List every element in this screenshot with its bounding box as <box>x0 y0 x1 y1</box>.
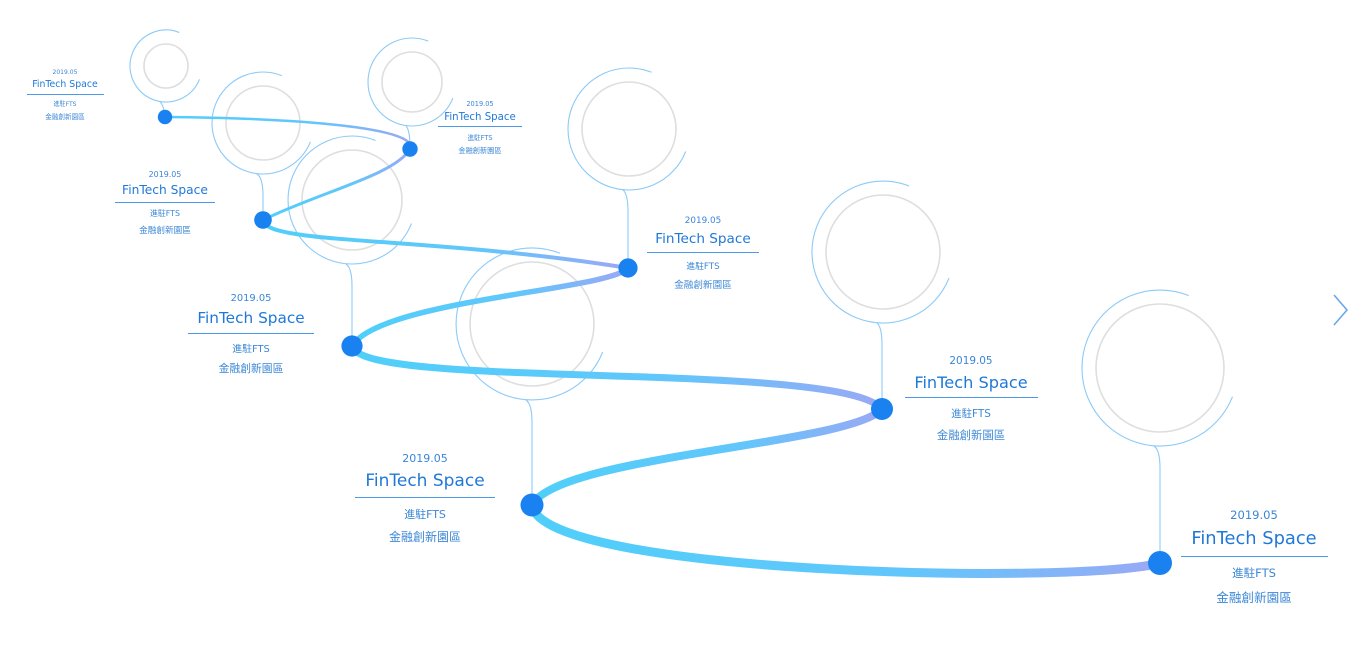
timeline-path-segment <box>163 115 412 151</box>
milestone-divider <box>114 201 216 203</box>
milestone-title: FinTech Space <box>122 183 208 198</box>
milestone-description: 進駐FTS <box>232 343 270 355</box>
milestone-divider <box>438 126 522 128</box>
milestone-location: 金融創新園區 <box>458 145 502 155</box>
milestone-3[interactable]: 2019.05 FinTech Space 進駐FTS 金融創新園區 <box>114 170 216 236</box>
milestone-date: 2019.05 <box>466 100 494 108</box>
milestone-arc <box>129 29 201 103</box>
milestone-location: 金融創新園區 <box>936 427 1006 442</box>
milestone-arc <box>567 67 687 191</box>
milestone-date: 2019.05 <box>684 216 722 226</box>
timeline-path-segment <box>527 500 1165 578</box>
milestone-ring <box>825 194 941 310</box>
chevron-right-icon <box>1333 294 1349 326</box>
milestone-title: FinTech Space <box>655 230 751 247</box>
milestone-location: 金融創新園區 <box>139 225 191 236</box>
milestone-date: 2019.05 <box>148 170 182 179</box>
milestone-date: 2019.05 <box>402 452 448 465</box>
milestone-ring <box>143 43 189 89</box>
milestone-description: 進駐FTS <box>686 261 720 272</box>
milestone-date: 2019.05 <box>230 293 272 304</box>
milestone-stem <box>525 399 533 505</box>
milestone-title: FinTech Space <box>197 309 305 328</box>
milestone-ring <box>469 261 595 387</box>
milestone-ring <box>381 51 443 113</box>
milestone-location: 金融創新園區 <box>45 113 85 122</box>
milestone-stem <box>1153 445 1161 563</box>
timeline-node-dot <box>341 335 363 357</box>
milestone-ring <box>1095 303 1225 433</box>
milestone-divider <box>1180 555 1328 557</box>
milestone-date: 2019.05 <box>1230 508 1278 522</box>
timeline-path-segment <box>261 218 630 270</box>
timeline-node-dot <box>157 109 173 125</box>
milestone-stem <box>876 322 883 409</box>
timeline-node-dot <box>871 398 893 420</box>
milestone-stem <box>622 189 629 268</box>
timeline-node-dot <box>402 141 418 157</box>
timeline-path-segment <box>528 405 886 509</box>
timeline-path-segment <box>349 265 631 349</box>
milestone-title: FinTech Space <box>365 471 485 491</box>
milestone-title: FinTech Space <box>914 372 1028 392</box>
milestone-location: 金融創新園區 <box>388 530 461 544</box>
milestone-arc <box>211 71 311 175</box>
milestone-ring <box>581 81 677 177</box>
milestone-date: 2019.05 <box>949 355 993 367</box>
milestone-6[interactable]: 2019.05 FinTech Space 進駐FTS 金融創新園區 <box>904 355 1038 443</box>
milestone-2[interactable]: 2019.05 FinTech Space 進駐FTS 金融創新園區 <box>438 100 522 156</box>
milestone-stem <box>256 173 264 220</box>
milestone-divider <box>188 332 314 334</box>
timeline-path-segment <box>261 147 412 222</box>
timeline-node-dot <box>254 211 272 229</box>
milestone-1[interactable]: 2019.05 FinTech Space 進駐FTS 金融創新園區 <box>26 69 104 122</box>
milestone-divider <box>647 251 759 253</box>
milestone-arc <box>811 180 950 324</box>
milestone-description: 進駐FTS <box>1232 565 1276 580</box>
milestone-divider <box>26 93 104 95</box>
milestone-description: 進駐FTS <box>53 100 77 108</box>
timeline-node-dot <box>618 258 638 278</box>
milestone-title: FinTech Space <box>1191 528 1317 550</box>
timeline-node-dot <box>1148 551 1172 575</box>
milestone-ring <box>301 149 403 251</box>
timeline-node-dot <box>520 493 544 517</box>
next-arrow-button[interactable] <box>1328 292 1354 328</box>
milestone-title: FinTech Space <box>32 79 98 91</box>
timeline-path-segment <box>348 342 886 413</box>
milestone-location: 金融創新園區 <box>1216 590 1292 606</box>
milestone-arc <box>1081 289 1234 447</box>
milestone-ring <box>225 85 301 161</box>
milestone-7[interactable]: 2019.05 FinTech Space 進駐FTS 金融創新園區 <box>355 452 495 545</box>
milestone-location: 金融創新園區 <box>674 279 732 291</box>
milestone-description: 進駐FTS <box>404 508 446 521</box>
milestone-arc <box>287 135 413 265</box>
milestone-description: 進駐FTS <box>149 209 181 219</box>
milestone-stem <box>345 263 353 346</box>
milestone-title: FinTech Space <box>444 111 516 123</box>
milestone-description: 進駐FTS <box>467 133 493 142</box>
milestone-4[interactable]: 2019.05 FinTech Space 進駐FTS 金融創新園區 <box>647 216 759 291</box>
milestone-divider <box>355 497 495 498</box>
milestone-8[interactable]: 2019.05 FinTech Space 進駐FTS 金融創新園區 <box>1180 508 1328 606</box>
milestone-description: 進駐FTS <box>951 407 991 420</box>
milestone-5[interactable]: 2019.05 FinTech Space 進駐FTS 金融創新園區 <box>188 293 314 376</box>
milestone-date: 2019.05 <box>52 69 78 76</box>
milestone-location: 金融創新園區 <box>218 362 284 376</box>
milestone-arc <box>367 37 454 127</box>
milestone-divider <box>904 397 1038 399</box>
